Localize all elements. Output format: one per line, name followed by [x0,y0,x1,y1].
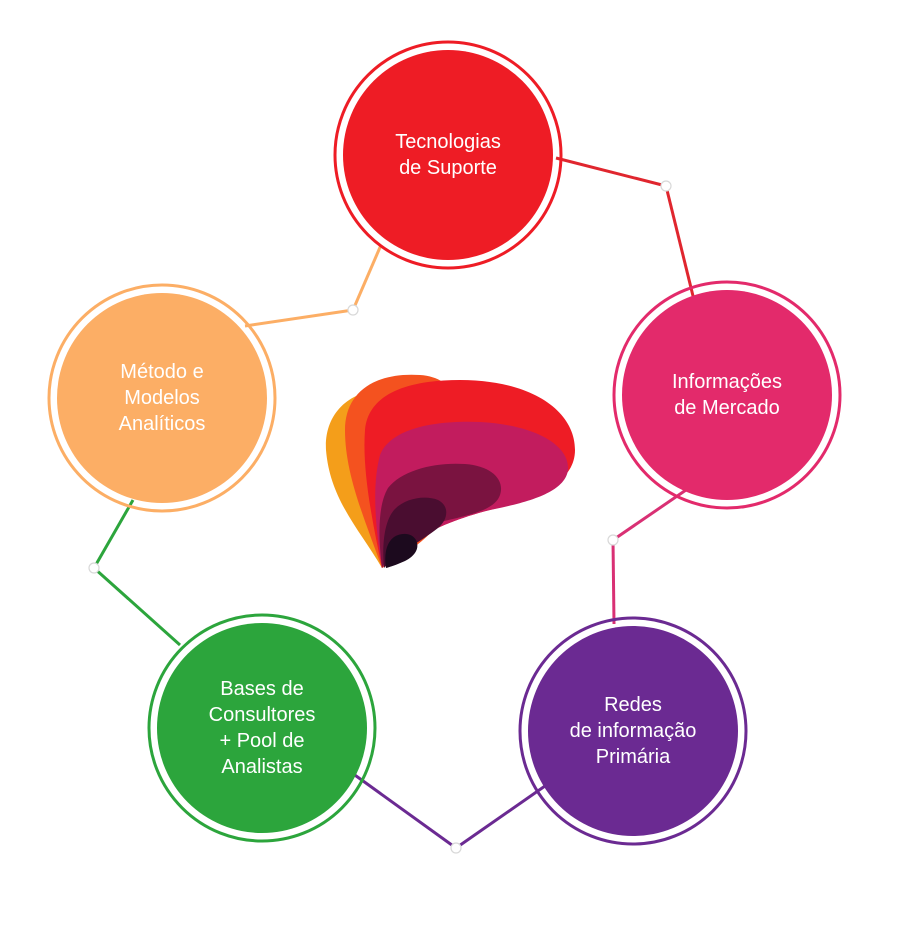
node-fill [622,290,832,500]
connector-tecnologias-informacoes-b [664,185,696,301]
node-fill [528,626,738,836]
connector-bases-metodo-b [92,499,135,569]
connector-informacoes-redes-b [611,539,616,625]
connector-informacoes-redes-a [612,488,687,542]
node-ring [47,283,277,513]
logo-layer-7 [385,533,418,568]
connector-metodo-tecnologias-b [351,244,383,311]
connector-tecnologias-informacoes-a [555,156,667,188]
node-fill [343,50,553,260]
connector-redes-bases-a [455,784,546,850]
node-fill [157,623,367,833]
connectors [92,156,696,850]
node-redes [518,616,748,846]
center-logo [325,374,575,568]
connector-bases-metodo-a [92,566,182,647]
junction-dot-bases-metodo [88,562,100,574]
node-ring [518,616,748,846]
node-ring [612,280,842,510]
junction-dot-metodo-tecnologias [347,304,359,316]
node-fill [57,293,267,503]
node-ring [333,40,563,270]
node-bases [147,613,377,843]
connector-redes-bases-b [351,771,457,850]
node-metodo [47,283,277,513]
junction-dots [88,180,672,854]
junction-dot-informacoes-redes [607,534,619,546]
connector-metodo-tecnologias-a [244,308,354,328]
node-ring [147,613,377,843]
node-informacoes [612,280,842,510]
junction-dot-redes-bases [450,842,462,854]
junction-dot-tecnologias-informacoes [660,180,672,192]
node-tecnologias [333,40,563,270]
